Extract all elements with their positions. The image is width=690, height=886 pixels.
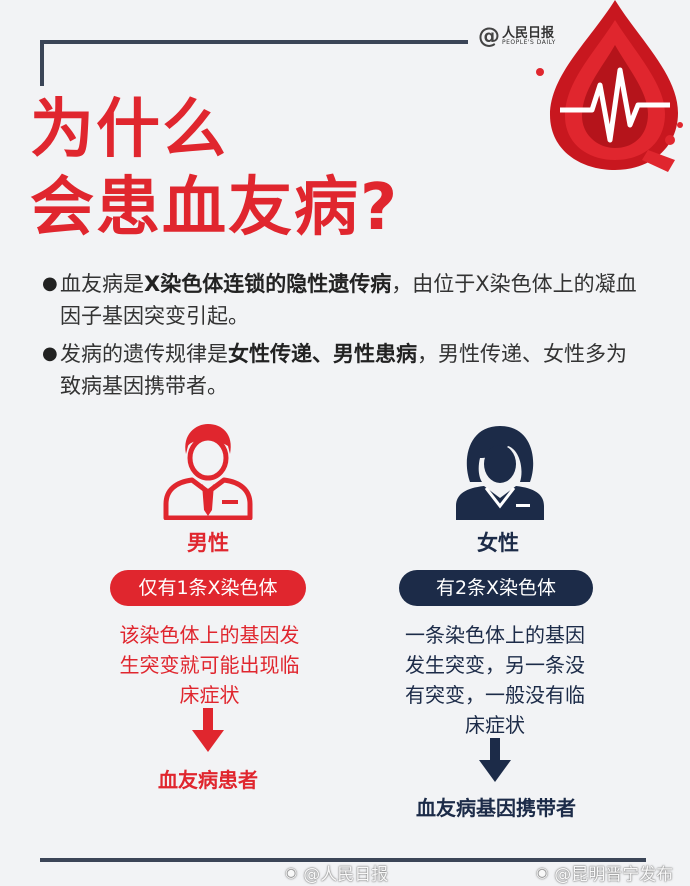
frame-left-line [40,40,44,86]
bullet-list: ● 血友病是X染色体连锁的隐性遗传病，由位于X染色体上的凝血因子基因突变引起。 … [42,268,642,408]
male-chromosome-badge: 仅有1条X染色体 [110,570,306,606]
weibo-icon: ◉ [536,864,549,881]
frame-bottom-line [40,858,646,862]
weibo-icon: ◉ [285,864,298,881]
watermark-text: @人民日报 [303,865,389,885]
bullet-text-part: ，男性传递、女性多为致病基因携带者。 [60,342,627,398]
bullet-text-part: 发病的遗传规律是 [60,342,228,366]
male-label: 男性 [187,531,229,555]
blood-drop-heartbeat-icon [536,0,683,172]
bullet-item: ● 发病的遗传规律是女性传递、男性患病，男性传递、女性多为致病基因携带者。 [42,338,642,402]
watermark: ◉ @昆明晋宁发布 [536,860,674,886]
female-chromosome-badge: 有2条X染色体 [399,570,593,606]
bullet-text-part: ，由位于X染色体上的凝血因子基因突变引起。 [60,272,637,328]
frame-top-line [40,40,468,44]
brand-at-symbol: @ [478,24,500,49]
female-label: 女性 [477,531,519,555]
brand-logo: @ 人民日报 PEOPLE'S DAILY [478,24,556,49]
bullet-text-part: 血友病是 [60,272,144,296]
bullet-text: 发病的遗传规律是女性传递、男性患病，男性传递、女性多为致病基因携带者。 [60,338,642,402]
page-title-line1: 为什么 [30,93,228,167]
brand-name-cn: 人民日报 [502,26,555,41]
male-down-arrow-icon [192,708,224,752]
bullet-text: 血友病是X染色体连锁的隐性遗传病，由位于X染色体上的凝血因子基因突变引起。 [60,268,642,332]
watermark: ◉ @人民日报 [285,860,389,886]
page-title-line2: 会患血友病? [30,171,400,245]
female-down-arrow-icon [479,738,511,782]
female-description: 一条染色体上的基因发生突变，另一条没有突变，一般没有临床症状 [405,623,585,737]
bullet-item: ● 血友病是X染色体连锁的隐性遗传病，由位于X染色体上的凝血因子基因突变引起。 [42,268,642,332]
female-person-icon [456,426,544,520]
bullet-text-bold: X染色体连锁的隐性遗传病 [144,272,392,296]
female-result: 血友病基因携带者 [416,796,576,820]
bullet-text-bold: 女性传递、男性患病 [228,342,417,366]
brand-text: 人民日报 PEOPLE'S DAILY [502,27,556,46]
bullet-dot-icon: ● [42,343,58,364]
male-person-icon [163,424,253,520]
brand-name-en: PEOPLE'S DAILY [502,39,556,46]
bullet-dot-icon: ● [42,273,58,294]
male-description: 该染色体上的基因发生突变就可能出现临床症状 [119,623,300,707]
male-result: 血友病患者 [158,768,258,792]
watermark-text: @昆明晋宁发布 [554,865,674,885]
